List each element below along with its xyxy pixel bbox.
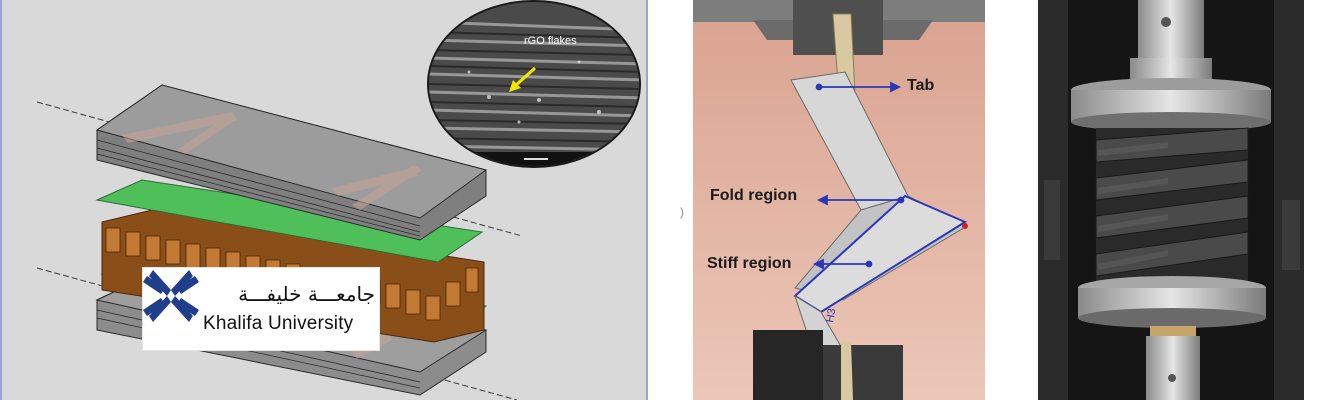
load-rod [1138, 0, 1204, 62]
helix-compression-photo [1038, 0, 1304, 400]
logo-arabic-text: جامعـــة خليفـــة [238, 282, 375, 306]
side-marker: ) [680, 205, 684, 219]
tab-annotation: Tab [907, 77, 935, 94]
sem-micrograph-inset: rGO flakes [427, 0, 641, 168]
logo-english-text: Khalifa University [203, 313, 354, 334]
helical-cylinder [1095, 127, 1249, 288]
origami-specimen-image: H3 [693, 0, 985, 400]
rgo-flakes-label: rGO flakes [524, 35, 577, 47]
upper-plate [95, 84, 488, 241]
cad-sandwich-panel: rGO flakes جامعـــة خليفـــة Khalifa Uni… [0, 0, 648, 400]
stiff-region-annotation: Stiff region [707, 255, 792, 272]
fold-region-annotation: Fold region [710, 187, 798, 204]
sem-pointer-arrow [513, 66, 537, 88]
sem-fibers-image [429, 2, 639, 166]
khalifa-logo-icon [143, 270, 199, 322]
university-logo: جامعـــة خليفـــة Khalifa University [142, 267, 380, 351]
upper-face-sheet [95, 179, 484, 263]
fold-test-photo: H3 Tab Fold region Stiff region [693, 0, 985, 400]
helical-cylinder-image [1038, 0, 1304, 400]
lower-grip [753, 330, 823, 400]
base-rod [1146, 336, 1200, 400]
specimen-marking: H3 [824, 308, 838, 324]
